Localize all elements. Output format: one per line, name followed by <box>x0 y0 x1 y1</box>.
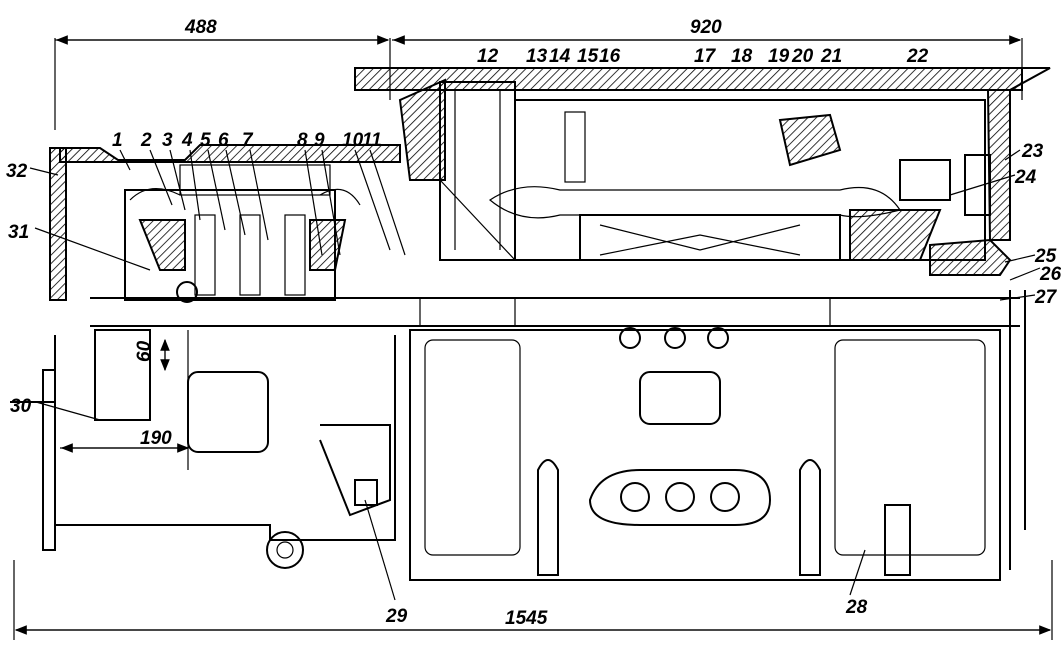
generator-section <box>488 99 1012 276</box>
callout-29: 29 <box>385 606 408 627</box>
dimension-190: 190 <box>140 428 172 449</box>
dimension-488: 488 <box>184 17 217 38</box>
callout-2: 2 <box>140 130 152 151</box>
callout-6: 6 <box>218 130 229 151</box>
callout-23: 23 <box>1021 141 1044 162</box>
callout-8: 8 <box>297 130 308 151</box>
callout-21: 21 <box>820 46 842 67</box>
dimension-lines <box>13 35 1053 640</box>
callout-26: 26 <box>1039 264 1061 285</box>
callout-19: 19 <box>768 46 790 67</box>
callout-31: 31 <box>8 222 29 243</box>
callout-15: 15 <box>577 46 599 67</box>
leader-lines <box>29 149 1041 601</box>
upper-housing <box>49 67 1051 301</box>
callout-14: 14 <box>549 46 571 67</box>
callout-7: 7 <box>242 130 254 151</box>
callout-32: 32 <box>6 161 28 182</box>
callout-17: 17 <box>694 46 717 67</box>
callout-4: 4 <box>181 130 193 151</box>
dimension-60: 60 <box>134 340 155 362</box>
callout-1: 1 <box>112 130 123 151</box>
callout-12: 12 <box>477 46 499 67</box>
dimension-920: 920 <box>690 17 722 38</box>
callout-18: 18 <box>731 46 753 67</box>
callout-13: 13 <box>526 46 548 67</box>
callout-30: 30 <box>10 396 32 417</box>
callout-28: 28 <box>845 597 868 618</box>
callout-24: 24 <box>1014 167 1037 188</box>
shaft <box>90 297 1020 327</box>
callout-3: 3 <box>162 130 173 151</box>
callout-20: 20 <box>791 46 814 67</box>
callout-5: 5 <box>200 130 211 151</box>
dimension-1545: 1545 <box>505 608 548 629</box>
callout-27: 27 <box>1034 287 1058 308</box>
callout-labels: 1 2 3 4 5 6 7 8 9 10 11 12 13 14 15 16 1… <box>6 46 1061 627</box>
callout-25: 25 <box>1034 246 1057 267</box>
callout-10: 10 <box>342 130 364 151</box>
callout-16: 16 <box>599 46 621 67</box>
callout-9: 9 <box>314 130 325 151</box>
exciter-section <box>124 164 361 303</box>
callout-22: 22 <box>906 46 929 67</box>
base-frame <box>10 290 1026 581</box>
callout-11: 11 <box>362 130 382 151</box>
